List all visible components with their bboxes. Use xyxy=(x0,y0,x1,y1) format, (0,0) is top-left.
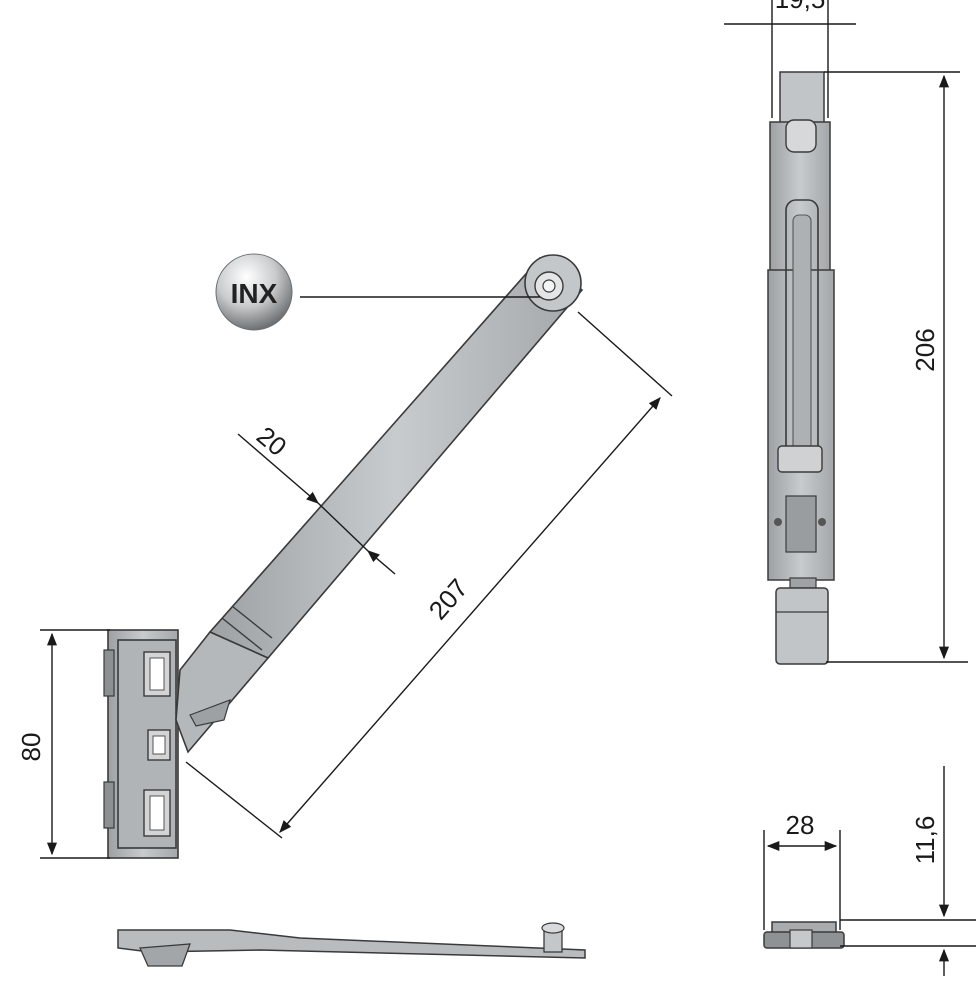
dim-side-width: 19,5 xyxy=(775,0,826,14)
dim-side-length: 206 xyxy=(910,328,940,371)
dim-end-width: 28 xyxy=(786,810,815,840)
dim-arm-length: 207 xyxy=(423,573,474,625)
arm-end-view xyxy=(763,921,845,949)
arm-bottom-profile xyxy=(117,922,586,967)
dim-base-height: 80 xyxy=(16,733,46,762)
arm-side-view xyxy=(767,71,835,665)
arm-front-view xyxy=(103,254,584,859)
dim-arm-width: 20 xyxy=(251,420,292,462)
dimension-lines xyxy=(40,0,976,976)
inx-badge: INX xyxy=(215,253,540,331)
inx-logo-text: INX xyxy=(231,278,278,309)
dim-end-height: 11,6 xyxy=(910,816,940,865)
